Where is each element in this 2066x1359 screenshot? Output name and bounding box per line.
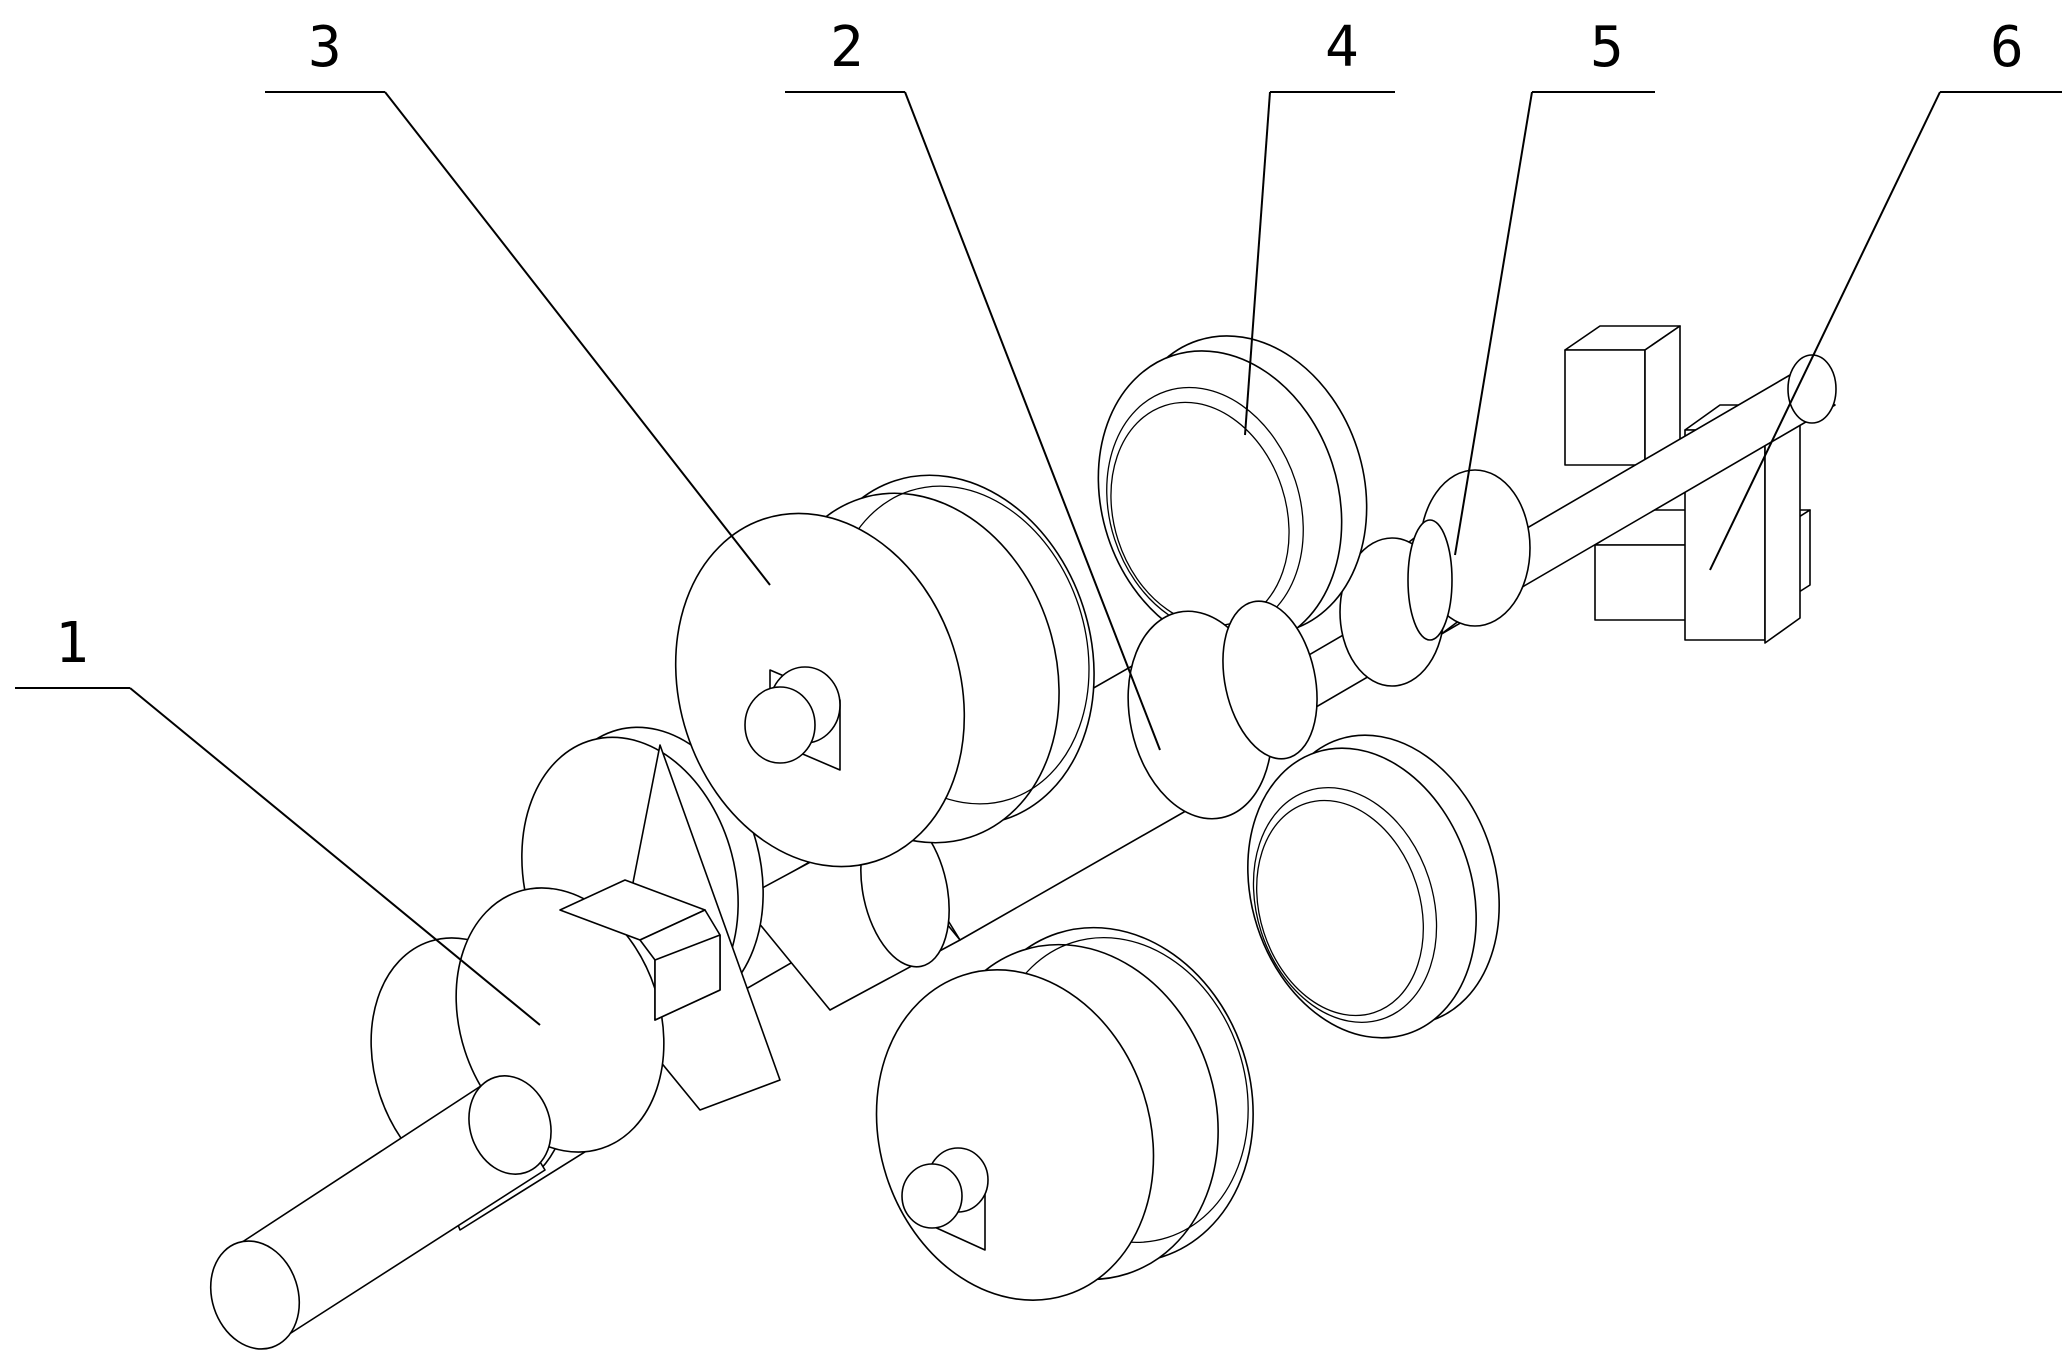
part-3-large-wheel (674, 474, 1095, 868)
callout-2: 2 (785, 15, 1161, 751)
part-6-bracket-assembly (1564, 325, 1811, 644)
callout-4: 4 (1244, 15, 1395, 436)
left-shaft-end (209, 1075, 552, 1350)
part-5-collar (1339, 469, 1531, 687)
lower-right-wheel (1247, 734, 1500, 1039)
callout-label-4: 4 (1325, 15, 1359, 80)
callout-label-6: 6 (1990, 15, 2024, 80)
callout-label-1: 1 (55, 611, 89, 676)
callout-5: 5 (1454, 15, 1655, 556)
lower-middle-large-wheel (875, 926, 1254, 1301)
callout-label-5: 5 (1590, 15, 1624, 80)
callout-label-2: 2 (830, 15, 864, 80)
callout-3: 3 (265, 15, 771, 586)
callout-1: 1 (15, 611, 541, 1026)
part-4-wheel (1097, 335, 1368, 650)
callout-6: 6 (1709, 15, 2062, 571)
callout-label-3: 3 (308, 15, 342, 80)
